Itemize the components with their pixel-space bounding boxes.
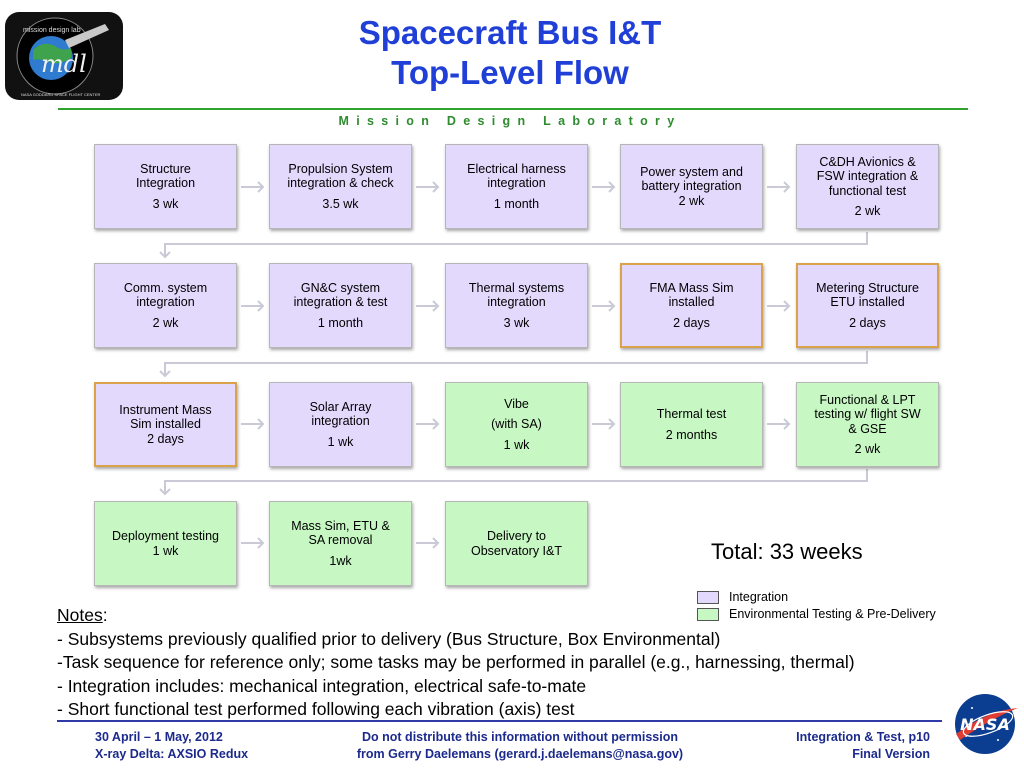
legend-swatch-integration (697, 591, 719, 604)
note-item: -Task sequence for reference only; some … (57, 652, 855, 672)
svg-text:NASA GODDARD SPACE FLIGHT CENT: NASA GODDARD SPACE FLIGHT CENTER (21, 92, 101, 97)
wrap-connector (159, 469, 868, 496)
total-duration: Total: 33 weeks (711, 539, 863, 564)
task-thermal-test: Thermal test 2 months (620, 382, 763, 467)
legend-label-environmental: Environmental Testing & Pre-Delivery (729, 607, 936, 621)
header-divider (58, 108, 968, 110)
task-vibe: Vibe (with SA) 1 wk (445, 382, 588, 467)
title-line-1: Spacecraft Bus I&T (358, 14, 662, 51)
title-line-2: Top-Level Flow (391, 54, 629, 91)
note-item: - Integration includes: mechanical integ… (57, 675, 587, 696)
notes-block: Notes: - Subsystems previously qualified… (57, 604, 855, 722)
arrow (241, 418, 265, 430)
notes-title: Notes (57, 605, 103, 625)
arrow (241, 537, 265, 549)
arrow (767, 300, 791, 312)
task-mass-sim-removal: Mass Sim, ETU &SA removal 1wk (269, 501, 412, 586)
footer-left: 30 April – 1 May, 2012 X-ray Delta: AXSI… (95, 730, 249, 761)
arrow (767, 418, 791, 430)
arrow (241, 300, 265, 312)
mdl-logo: mdl mission design lab NASA GODDARD SPAC… (5, 12, 123, 100)
note-item: - Short functional test performed follow… (57, 699, 575, 719)
arrow (416, 300, 440, 312)
arrow (592, 181, 616, 193)
task-cdh-avionics: C&DH Avionics &FSW integration &function… (796, 144, 939, 229)
legend-swatch-environmental (697, 608, 719, 621)
arrow (416, 418, 440, 430)
svg-text:NASA: NASA (960, 715, 1010, 734)
arrow (241, 181, 265, 193)
footer-right: Integration & Test, p10 Final Version (796, 730, 930, 761)
footer-divider (57, 720, 942, 722)
nasa-logo: NASA (955, 694, 1018, 754)
arrow (767, 181, 791, 193)
arrow (416, 537, 440, 549)
note-item: - Subsystems previously qualified prior … (57, 628, 721, 649)
wrap-connector (159, 232, 868, 259)
arrow (592, 300, 616, 312)
footer-center: Do not distribute this information witho… (356, 730, 684, 761)
legend-label-integration: Integration (729, 590, 789, 604)
svg-text:mission design lab: mission design lab (23, 27, 81, 34)
wrap-connector (159, 351, 868, 378)
lab-banner: Mission Design Laboratory (338, 114, 682, 128)
svg-text:mdl: mdl (41, 50, 87, 78)
arrow (416, 181, 440, 193)
arrow (592, 418, 616, 430)
